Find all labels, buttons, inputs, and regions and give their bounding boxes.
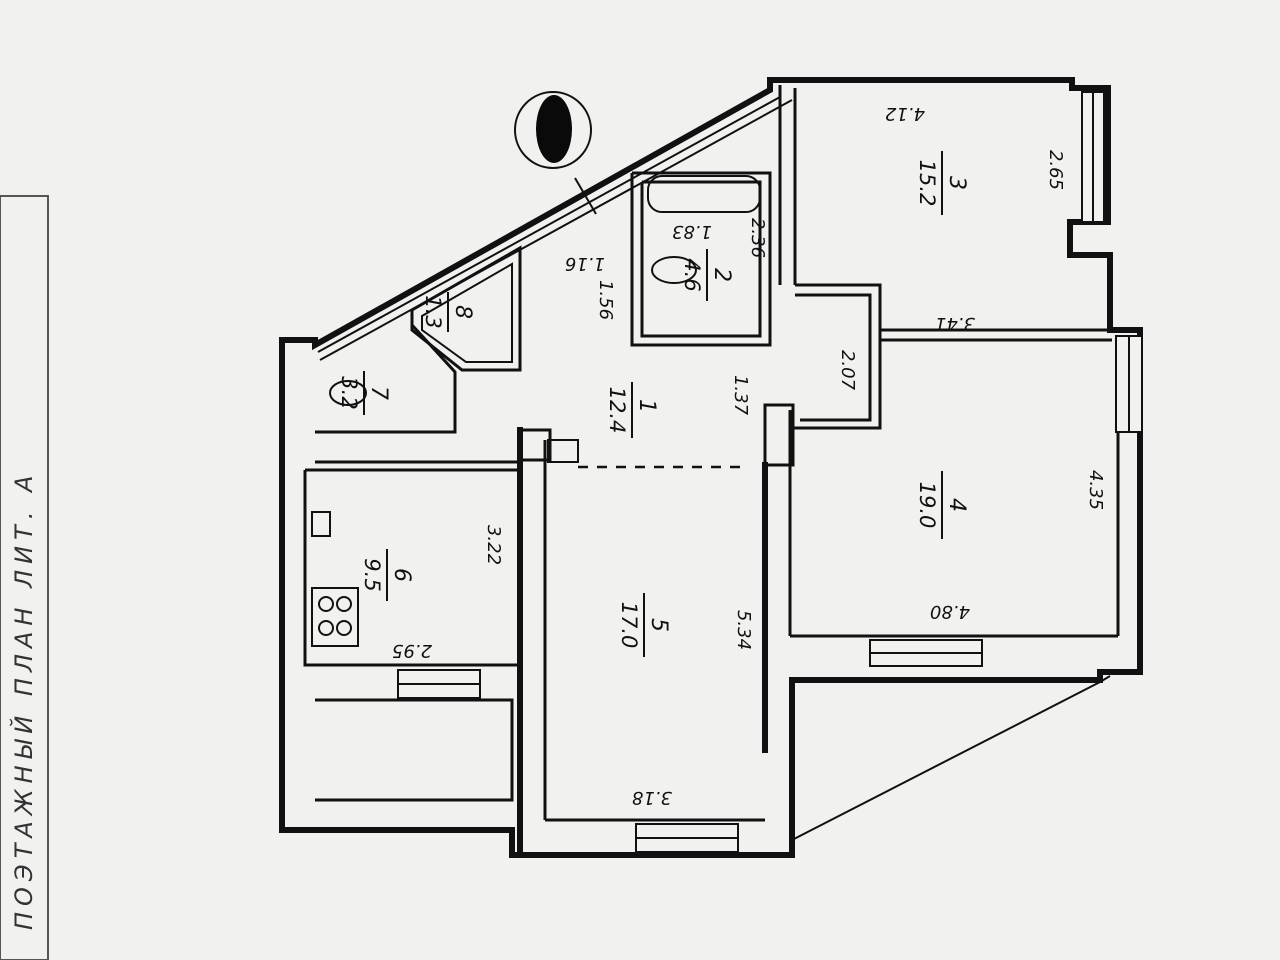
bathtub-icon [647, 175, 761, 213]
pillar [763, 403, 795, 467]
stove-icon [311, 587, 359, 647]
room-area: 9.5 [360, 558, 384, 591]
room-label-5: 5 17.0 [617, 593, 671, 657]
room-area: 1.3 [421, 295, 445, 328]
dimension-label: 1.37 [730, 375, 751, 416]
bathroom-toilet-icon [651, 256, 697, 284]
sink-icon [311, 511, 331, 537]
wc-wall [315, 323, 457, 434]
room-number: 2 [709, 268, 734, 282]
closet-wall-inner [421, 262, 513, 363]
dimension-label: 3.18 [632, 787, 672, 808]
room-label-7: 7 3.2 [337, 371, 391, 415]
dimension-label: 2.07 [837, 350, 858, 391]
north-marker [514, 91, 592, 169]
loggia-wall [315, 698, 514, 802]
dimension-label: 2.36 [747, 218, 768, 258]
burner-icon [318, 596, 334, 612]
dimension-label: 4.12 [885, 103, 925, 124]
bathroom-wall [630, 171, 772, 347]
dimension-label: 1.83 [672, 221, 712, 242]
room-number: 1 [634, 399, 659, 413]
room-label-3: 3 15.2 [915, 151, 969, 215]
diagonal-inner-line [317, 96, 781, 353]
redaction-mark [536, 95, 572, 163]
room-number: 5 [646, 618, 671, 632]
room-number: 4 [944, 498, 969, 512]
room-area: 19.0 [915, 482, 939, 529]
dimension-label: 3.22 [483, 525, 504, 565]
room-label-1: 1 12.4 [605, 382, 659, 438]
room-number: 7 [366, 386, 391, 400]
dimension-label: 5.34 [733, 610, 754, 650]
dimension-label: 1.16 [565, 253, 605, 274]
dimension-label: 2.65 [1045, 150, 1066, 190]
room-area: 15.2 [915, 160, 939, 207]
room-area: 12.4 [605, 387, 629, 434]
burner-icon [336, 620, 352, 636]
room-label-8: 8 1.3 [421, 292, 475, 332]
dimension-label: 4.80 [930, 601, 970, 622]
dimension-label: 4.35 [1085, 470, 1106, 510]
wc-toilet-icon [329, 380, 367, 406]
dimension-label: 2.95 [392, 640, 432, 661]
corridor-wall-inner [795, 293, 872, 422]
room-area: 17.0 [617, 602, 641, 649]
bathroom-wall-inner [640, 180, 762, 338]
burner-icon [318, 620, 334, 636]
room-label-2: 2 4.6 [680, 249, 734, 301]
room-area: 3.2 [337, 376, 361, 409]
outer-wall [279, 77, 1143, 858]
room-number: 8 [450, 305, 475, 319]
margin-frame [0, 195, 49, 960]
room-number: 3 [944, 176, 969, 190]
corridor-wall [792, 283, 882, 430]
room-label-4: 4 19.0 [915, 471, 969, 539]
diagonal-inner-line [319, 99, 793, 361]
burner-icon [336, 596, 352, 612]
pillar [547, 439, 579, 463]
pillar [518, 428, 552, 462]
margin-title: ПОЭТАЖНЫЙ ПЛАН ЛИТ. А [9, 470, 38, 930]
room-area: 4.6 [680, 258, 704, 291]
room-number: 6 [389, 568, 414, 582]
dimension-label: 3.41 [935, 313, 975, 334]
dimension-label: 1.56 [595, 280, 616, 320]
balcony-edge [791, 675, 1111, 841]
room-label-6: 6 9.5 [360, 549, 414, 601]
